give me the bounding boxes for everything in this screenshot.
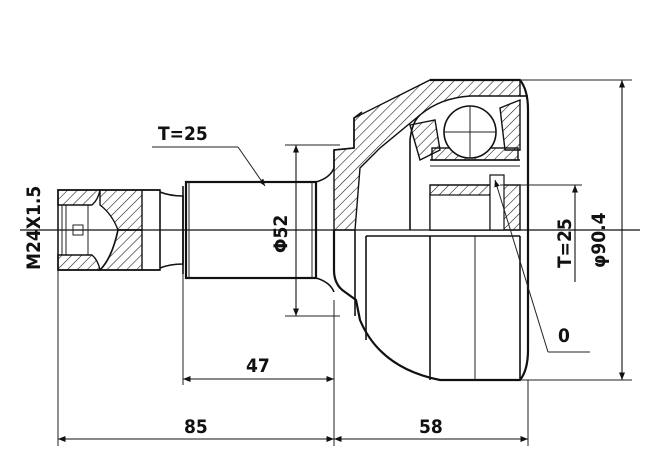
splined-shaft (184, 180, 318, 280)
dim-85-58 (57, 270, 529, 446)
leader-t25-left (152, 146, 266, 187)
label-teeth-left: T=25 (158, 123, 208, 145)
label-dim-47: 47 (246, 355, 270, 377)
dim-t25-right (500, 184, 582, 282)
leader-zero (494, 179, 590, 353)
label-dim-58: 58 (419, 416, 443, 438)
label-seal-marker: 0 (558, 325, 570, 347)
dim-phi90 (520, 79, 632, 381)
threaded-stub (57, 189, 161, 271)
dim-phi52 (285, 144, 340, 317)
label-thread: M24X1.5 (23, 186, 45, 270)
label-outer-diameter: φ90.4 (588, 212, 610, 268)
neck (159, 186, 184, 274)
dim-47 (182, 274, 335, 385)
label-dim-85: 85 (184, 416, 208, 438)
outer-housing (315, 78, 530, 382)
label-teeth-right: T=25 (554, 218, 576, 268)
label-shaft-diameter: Φ52 (270, 215, 292, 253)
